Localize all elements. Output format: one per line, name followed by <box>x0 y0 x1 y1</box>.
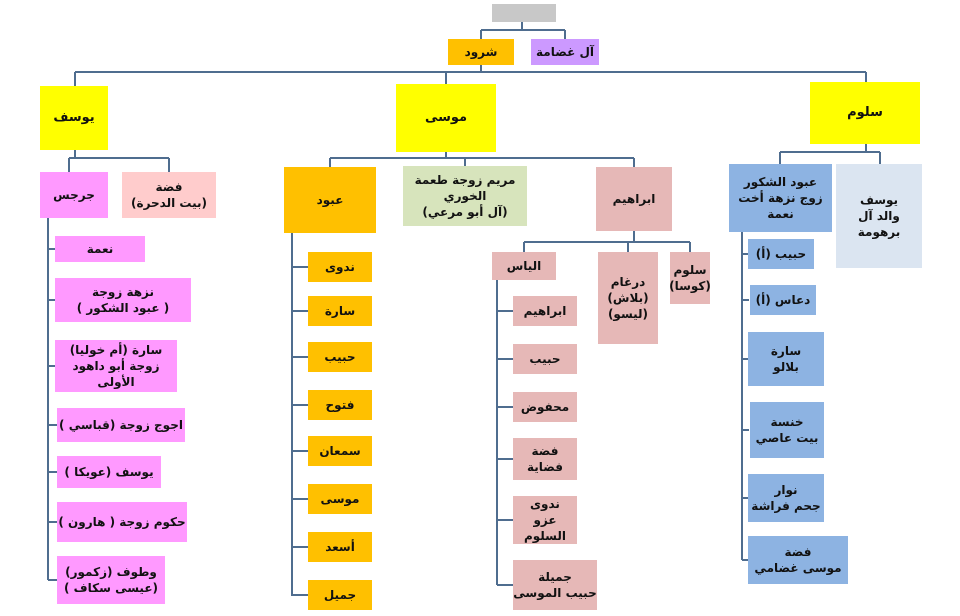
mousa-abboud: عبود <box>284 167 376 233</box>
shakour-child-1: حبيب (أ) <box>748 239 814 269</box>
elias-child-2: حبيب <box>513 344 577 374</box>
mousa-ibrahim: ابراهيم <box>596 167 672 231</box>
abboud-child-6: موسى <box>308 484 372 514</box>
mousa-maryam: مريم زوجة طعمة الخوري (آل أبو مرعي) <box>403 166 527 226</box>
jirjis-child-1: نعمة <box>55 236 145 262</box>
saloum-abboud-shakour: عبود الشكور زوج نزهة أخت نعمة <box>729 164 832 232</box>
abboud-child-8: جميل <box>308 580 372 610</box>
elias-child-6: جميلة حبيب الموسى <box>513 560 597 610</box>
shakour-child-3: سارة بلالو <box>748 332 824 386</box>
ibrahim-dirgham: درغام (بلاش) (ليسو) <box>598 252 658 344</box>
abboud-child-1: ندوى <box>308 252 372 282</box>
family-node: آل غضامة <box>531 39 599 65</box>
ibrahim-saloum: سلوم (كوسا) <box>669 252 711 304</box>
elias-child-1: ابراهيم <box>513 296 577 326</box>
abboud-child-3: حبيب <box>308 342 372 372</box>
abboud-child-4: فتوح <box>308 390 372 420</box>
jirjis-child-5: يوسف (عويكا ) <box>57 456 161 488</box>
son-mousa: موسى <box>396 84 496 152</box>
saloum-yousef-father: يوسف والد آل برهومة <box>836 164 922 268</box>
jirjis-child-6: حكوم زوجة ( هارون ) <box>57 502 187 542</box>
elias-child-4: فضة فضاية <box>513 438 577 480</box>
ibrahim-elias: الياس <box>492 252 556 280</box>
elias-child-5: ندوى عزو السلوم <box>513 496 577 544</box>
abboud-child-5: سمعان <box>308 436 372 466</box>
jirjis-child-2: نزهة زوجة ( عبود الشكور ) <box>55 278 191 322</box>
yousef-fidda: فضة (بيت الدحرة) <box>122 172 216 218</box>
shakour-child-2: دعاس (أ) <box>750 285 816 315</box>
root-node <box>492 4 556 22</box>
son-saloum: سلوم <box>810 82 920 144</box>
shakour-child-4: خنسة بيت عاصي <box>750 402 824 458</box>
abboud-child-2: سارة <box>308 296 372 326</box>
shakour-child-5: نوار جحم فراشة <box>748 474 824 522</box>
jirjis-child-7: وطوف (زكمور) (عيسى سكاف ) <box>57 556 165 604</box>
yousef-jirjis: جرجس <box>40 172 108 218</box>
abboud-child-7: أسعد <box>308 532 372 562</box>
jirjis-child-3: سارة (أم خوليا) زوجة أبو داهود الأولى <box>55 340 177 392</box>
elias-child-3: محفوض <box>513 392 577 422</box>
jirjis-child-4: اجوج زوجة (قباسي ) <box>57 408 185 442</box>
son-yousef: يوسف <box>40 86 108 150</box>
shrood-node: شرود <box>448 39 514 65</box>
shakour-child-6: فضة موسى غضامي <box>748 536 848 584</box>
